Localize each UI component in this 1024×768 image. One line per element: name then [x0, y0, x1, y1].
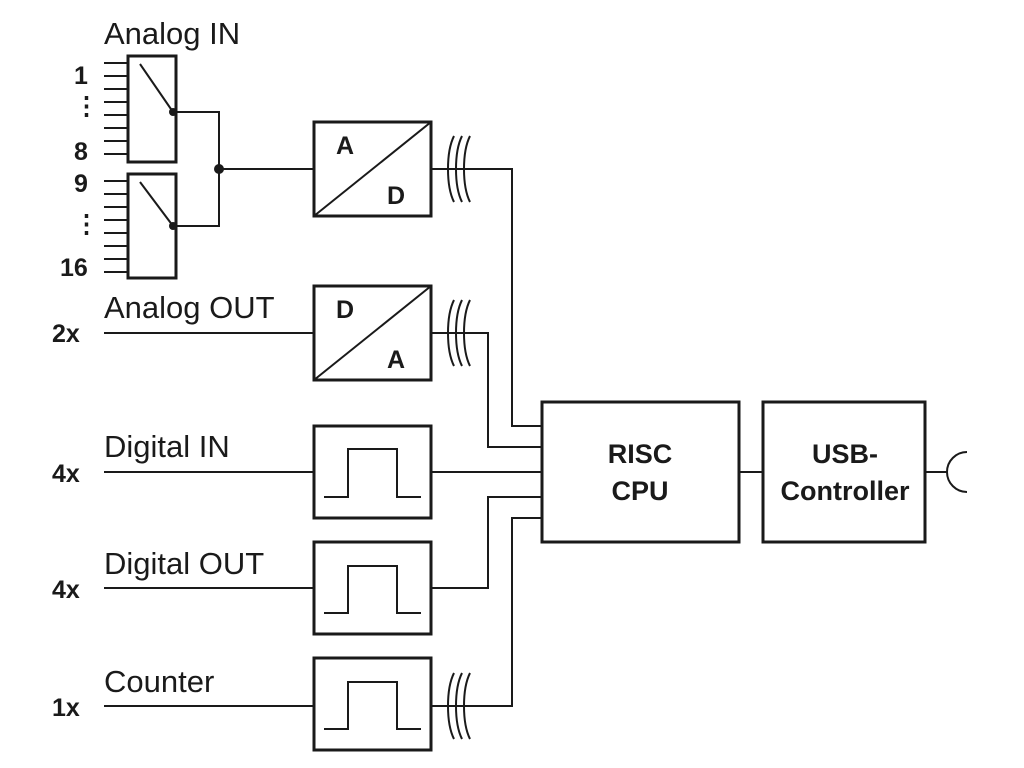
mux1-ellipsis: ⋮ [74, 92, 99, 120]
usb-label-line2: Controller [780, 476, 909, 506]
adc-input-letter: A [336, 132, 354, 160]
analog-multiplexer-1 [104, 54, 178, 164]
counter-label: Counter [104, 664, 214, 699]
adc-to-cpu-wire [431, 168, 542, 427]
dac-output-letter: A [387, 346, 405, 374]
mux-join-wires [173, 111, 314, 227]
adc-converter [312, 120, 433, 218]
dac-converter [312, 284, 433, 382]
counter-to-cpu-wire [431, 517, 542, 707]
usb-controller-block [761, 400, 927, 544]
digital-in-label: Digital IN [104, 429, 230, 464]
digital-out-pulse-block [312, 540, 433, 636]
dac-input-letter: D [336, 296, 354, 324]
counter-count: 1x [52, 694, 80, 722]
counter-pulse-block [312, 656, 433, 752]
usb-label-line1: USB- [812, 439, 878, 469]
cpu-label-line1: RISC [608, 439, 673, 469]
cpu-label-line2: CPU [611, 476, 668, 506]
digital-out-label: Digital OUT [104, 546, 264, 581]
adc-output-letter: D [387, 182, 405, 210]
analog-out-count: 2x [52, 320, 80, 348]
junction-dot [214, 164, 224, 174]
risc-cpu-block [540, 400, 741, 544]
mux1-last-input: 8 [74, 138, 88, 166]
mux2-ellipsis: ⋮ [74, 210, 99, 238]
mux2-first-input: 9 [74, 170, 88, 198]
digital-in-count: 4x [52, 460, 80, 488]
dac-to-cpu-wire [431, 332, 542, 448]
mux1-first-input: 1 [74, 62, 88, 90]
usb-port-icon [946, 451, 968, 493]
mux2-last-input: 16 [60, 254, 88, 282]
digital-out-count: 4x [52, 576, 80, 604]
analog-out-label: Analog OUT [104, 290, 275, 325]
analog-in-label: Analog IN [104, 16, 240, 51]
digital-in-pulse-block [312, 424, 433, 520]
analog-multiplexer-2 [104, 172, 178, 280]
digital-out-to-cpu-wire [431, 496, 542, 589]
